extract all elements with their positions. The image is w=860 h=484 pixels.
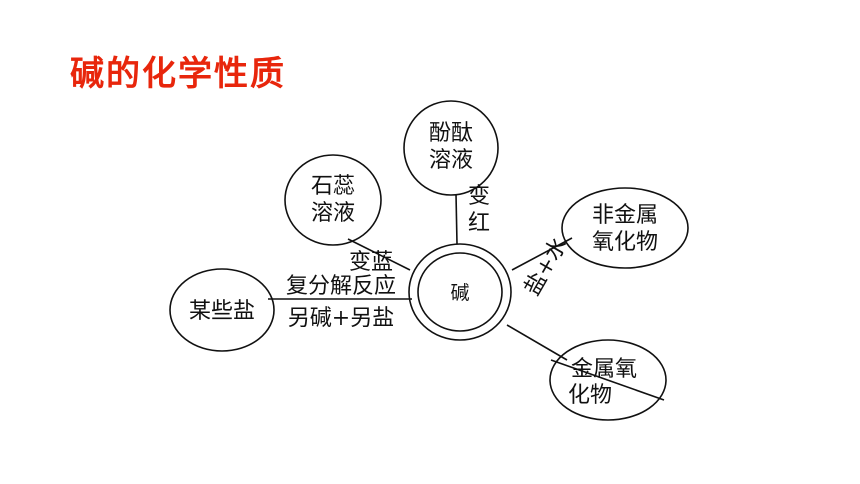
edge-label-phenolphthalein-1: 变 xyxy=(468,184,490,209)
edge-nonmetal-oxide xyxy=(511,237,573,271)
edge-litmus xyxy=(347,238,411,271)
center-outer-ring xyxy=(408,243,512,341)
edge-label-litmus: 变蓝 xyxy=(349,250,393,275)
node-phenolphthalein xyxy=(403,100,499,196)
node-phenolphthalein-label-1: 酚酞 xyxy=(429,121,473,146)
edge-metal-oxide xyxy=(506,324,568,361)
node-litmus-label-1: 石蕊 xyxy=(311,174,355,199)
node-metal-oxide-label-1: 金属氧 xyxy=(571,357,637,382)
node-nonmetal-oxide-label-1: 非金属 xyxy=(592,203,658,228)
node-litmus-label-2: 溶液 xyxy=(311,201,355,226)
edge-label-phenolphthalein-2: 红 xyxy=(468,211,490,236)
node-metal-oxide xyxy=(549,339,667,421)
node-salt-label: 某些盐 xyxy=(189,299,255,324)
node-nonmetal-oxide-label-2: 氧化物 xyxy=(592,230,658,255)
node-litmus xyxy=(284,154,382,246)
center-inner-ring xyxy=(417,252,503,332)
node-salt xyxy=(169,268,275,352)
metal-oxide-strike xyxy=(550,359,665,401)
page-title: 碱的化学性质 xyxy=(70,54,286,94)
edge-phenolphthalein xyxy=(455,193,458,245)
node-phenolphthalein-label-2: 溶液 xyxy=(429,148,473,173)
node-nonmetal-oxide xyxy=(561,187,689,269)
center-label: 碱 xyxy=(450,282,469,304)
node-metal-oxide-label-2: 化物 xyxy=(568,383,612,408)
edge-label-salt-reaction: 复分解反应 xyxy=(286,274,396,299)
edge-label-nonmetal-oxide: 盐+水 xyxy=(520,233,573,300)
edge-label-salt-product: 另碱+另盐 xyxy=(288,306,394,331)
